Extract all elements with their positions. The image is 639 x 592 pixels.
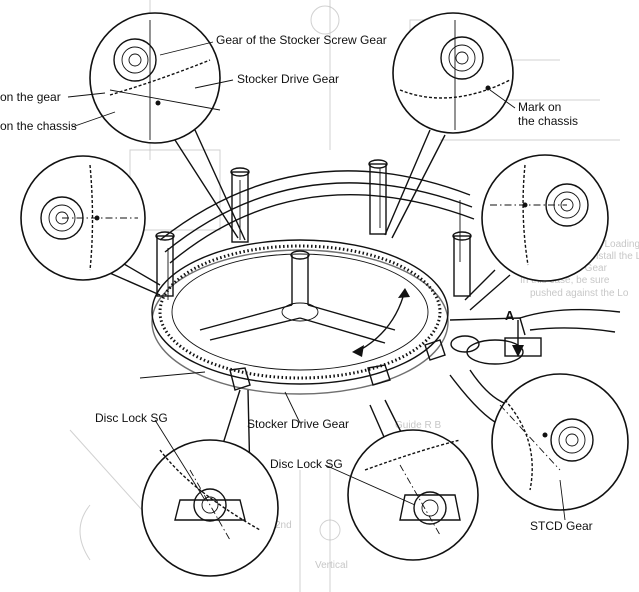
- ghost-line-1: Install the Loading Guide F: [590, 251, 639, 262]
- label-a: A: [505, 308, 515, 323]
- label-mark-on-chassis-left: on the chassis: [0, 119, 77, 133]
- support-column-1: [230, 167, 250, 243]
- label-gear-of-stocker-screw-gear: Gear of the Stocker Screw Gear: [216, 33, 387, 47]
- label-mark-on-chassis-right-2: the chassis: [518, 114, 578, 128]
- label-stocker-drive-gear-bottom: Stocker Drive Gear: [247, 417, 349, 431]
- ghost-guide-rb: Guide R B: [395, 420, 441, 431]
- stocker-assembly: [139, 159, 621, 395]
- label-stcd-gear: STCD Gear: [530, 519, 593, 533]
- callout-right: [464, 154, 609, 311]
- label-stocker-drive-gear-top: Stocker Drive Gear: [237, 72, 339, 86]
- ghost-line-3: In this case, be sure: [520, 275, 610, 286]
- ghost-section-title: 3.3. Loading Guide F: [585, 239, 639, 250]
- callout-top-right: [384, 12, 514, 239]
- ghost-vertical: Vertical: [315, 560, 348, 571]
- label-disc-lock-sg-left: Disc Lock SG: [95, 411, 168, 425]
- direction-arrow-a: [512, 320, 524, 357]
- ghost-second: 2nd: [275, 520, 292, 531]
- support-column-4: [155, 231, 175, 297]
- support-column-3: [452, 231, 472, 297]
- callout-bottom-center: [347, 399, 479, 561]
- label-disc-lock-sg-center: Disc Lock SG: [270, 457, 343, 471]
- label-mark-on-chassis-right-1: Mark on: [518, 100, 561, 114]
- support-column-2: [368, 159, 388, 235]
- callout-bottom-left: [141, 389, 279, 577]
- ghost-line-4: pushed against the Lo: [530, 288, 629, 299]
- callout-top-left: [89, 12, 246, 241]
- callout-bottom-right: [449, 369, 629, 511]
- leader-lines: [67, 41, 566, 521]
- label-mark-on-gear: on the gear: [0, 90, 61, 104]
- callout-left: [20, 155, 161, 296]
